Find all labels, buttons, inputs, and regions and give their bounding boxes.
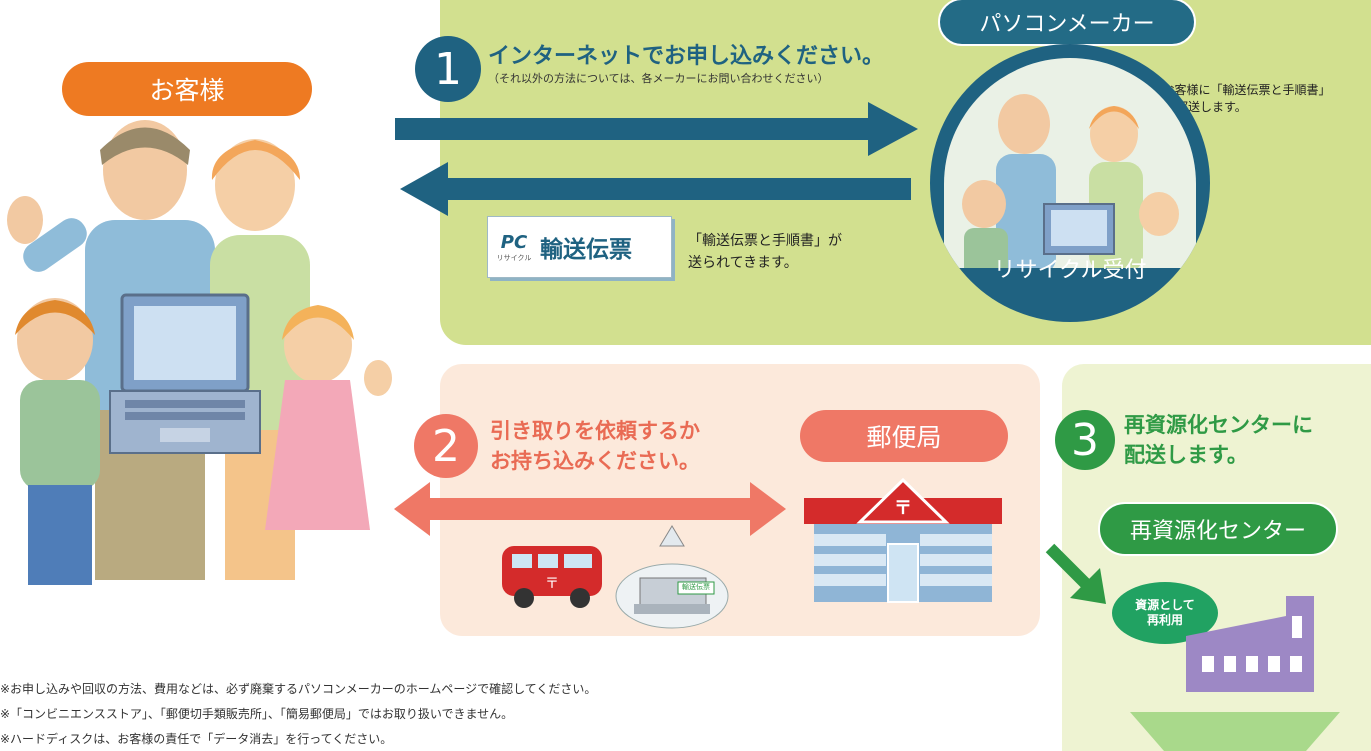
post-office-label: 郵便局 <box>800 410 1008 462</box>
slip-sent-note-line1: 「輸送伝票と手順書」が <box>688 233 842 249</box>
step-2-number: 2 <box>414 414 478 478</box>
slip-sent-note-line2: 送られてきます。 <box>688 255 798 271</box>
recycle-funnel-shape <box>1130 712 1340 751</box>
maker-mail-note-line1: ●お客様に「輸送伝票と手順書」 <box>1152 83 1331 97</box>
family-illustration <box>7 120 392 585</box>
footnote-1: ※お申し込みや回収の方法、費用などは、必ず廃棄するパソコンメーカーのホームページ… <box>0 682 597 696</box>
step-1-title: インターネットでお申し込みください。 <box>488 44 885 69</box>
reuse-line2: 再利用 <box>1146 613 1183 627</box>
arrow-down-right-icon <box>1045 543 1106 604</box>
step-3-title-line1: 再資源化センターに <box>1124 413 1313 437</box>
pc-recycle-logo-text: PC <box>500 231 528 253</box>
recycling-reception-label: リサイクル受付 <box>993 258 1147 283</box>
step-3-number: 3 <box>1055 410 1115 470</box>
arrow-right-to-maker <box>395 102 918 156</box>
footnote-2: ※「コンビニエンスストア」、「郵便切手類販売所」、「簡易郵便局」ではお取り扱いで… <box>0 707 514 721</box>
step-3-title-line2: 配送します。 <box>1124 443 1248 467</box>
footnote-3: ※ハードディスクは、お客様の責任で「データ消去」を行ってください。 <box>0 732 393 746</box>
shipping-slip-label: 輸送伝票 <box>540 237 632 263</box>
arrow-left-to-customer <box>400 162 911 216</box>
post-office-building-icon <box>804 477 1002 603</box>
bagged-pc-package: 輸送伝票 <box>612 518 732 630</box>
reception-family-illustration <box>962 94 1179 268</box>
step-1-arrows <box>395 102 918 216</box>
step-3-title: 再資源化センターに 配送します。 <box>1124 410 1364 470</box>
customer-label: お客様 <box>62 62 312 116</box>
svg-text:〒: 〒 <box>545 576 559 592</box>
pc-recycle-logo-sub: リサイクル <box>496 253 532 262</box>
shipping-slip-card: PC リサイクル 輸送伝票 <box>487 216 672 278</box>
reuse-line1: 資源として <box>1135 598 1195 612</box>
step-2-double-arrow <box>394 482 786 536</box>
step-2-title: 引き取りを依頼するか お持ち込みください。 <box>490 416 790 476</box>
pc-recycle-logo: PC リサイクル <box>488 232 540 263</box>
pc-maker-label: パソコンメーカー <box>938 0 1196 46</box>
recycling-reception-circle <box>930 44 1210 322</box>
recycling-center-label: 再資源化センター <box>1098 502 1338 556</box>
step-1-subtitle: （それ以外の方法については、各メーカーにお問い合わせください） <box>488 72 829 85</box>
step-2-title-line1: 引き取りを依頼するか <box>490 419 700 443</box>
recycling-factory-icon <box>1186 596 1314 692</box>
step-2-title-line2: お持ち込みください。 <box>490 449 700 473</box>
maker-panel <box>440 0 1371 345</box>
bag-slip-tag: 輸送伝票 <box>682 583 710 591</box>
slip-sent-note: 「輸送伝票と手順書」が 送られてきます。 <box>688 230 908 274</box>
mail-van-icon: 〒 <box>502 546 602 608</box>
post-mark: 〒 <box>894 498 912 519</box>
step-1-number: 1 <box>415 36 481 102</box>
